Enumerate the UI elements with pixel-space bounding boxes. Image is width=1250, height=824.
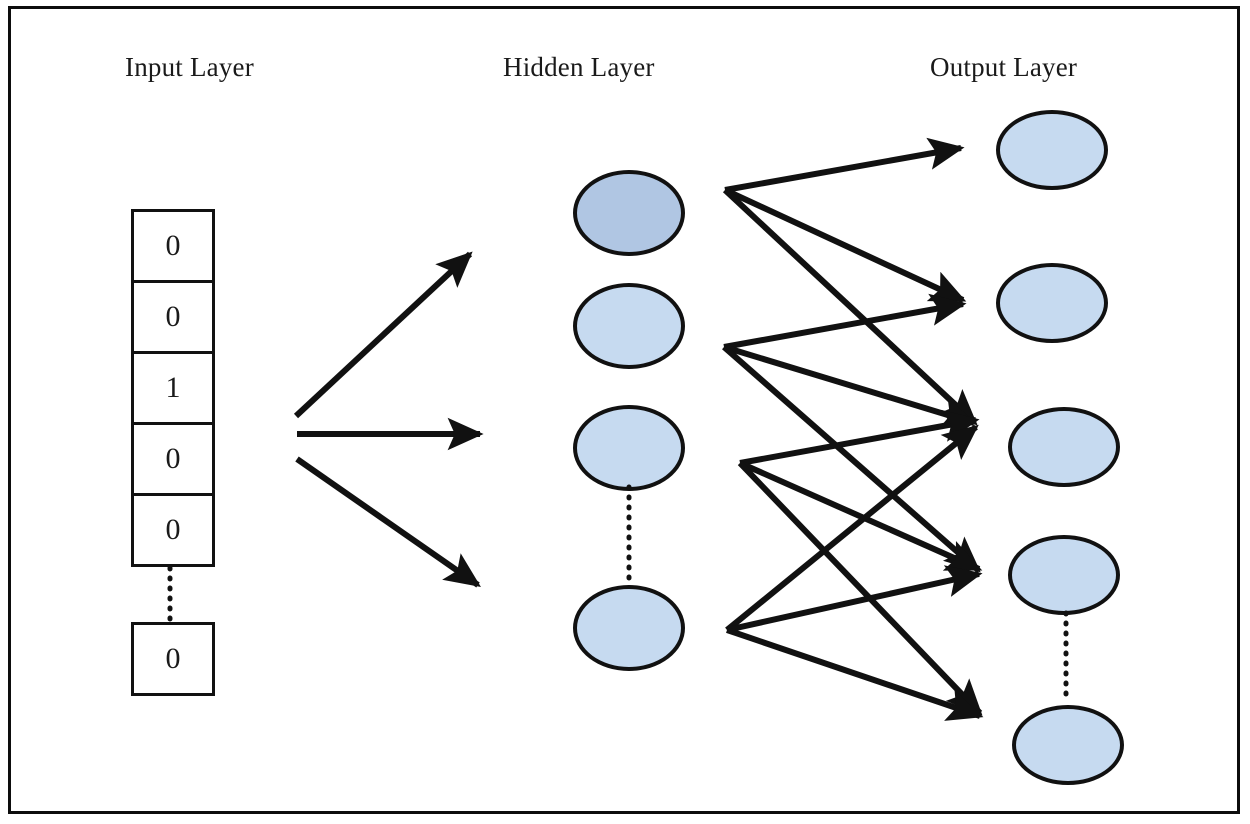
output-layer-title: Output Layer bbox=[930, 52, 1078, 82]
input-vector-cell: 0 bbox=[134, 283, 212, 354]
input-vector-cell: 0 bbox=[134, 496, 212, 567]
output-node-1 bbox=[996, 110, 1108, 190]
input-vector-last-cell: 0 bbox=[131, 622, 215, 696]
output-node-4 bbox=[1008, 535, 1120, 615]
output-node-2 bbox=[996, 263, 1108, 343]
output-node-3 bbox=[1008, 407, 1120, 487]
input-vector-cell: 0 bbox=[134, 425, 212, 496]
hidden-node-1 bbox=[573, 170, 685, 256]
output-node-5 bbox=[1012, 705, 1124, 785]
hidden-layer-title: Hidden Layer bbox=[503, 52, 655, 82]
hidden-node-4 bbox=[573, 585, 685, 671]
input-layer-title: Input Layer bbox=[125, 52, 254, 82]
hidden-node-2 bbox=[573, 283, 685, 369]
input-vector-cell: 1 bbox=[134, 354, 212, 425]
input-vector-cell: 0 bbox=[134, 212, 212, 283]
hidden-node-3 bbox=[573, 405, 685, 491]
input-vector-stack: 0 0 1 0 0 bbox=[131, 209, 215, 567]
